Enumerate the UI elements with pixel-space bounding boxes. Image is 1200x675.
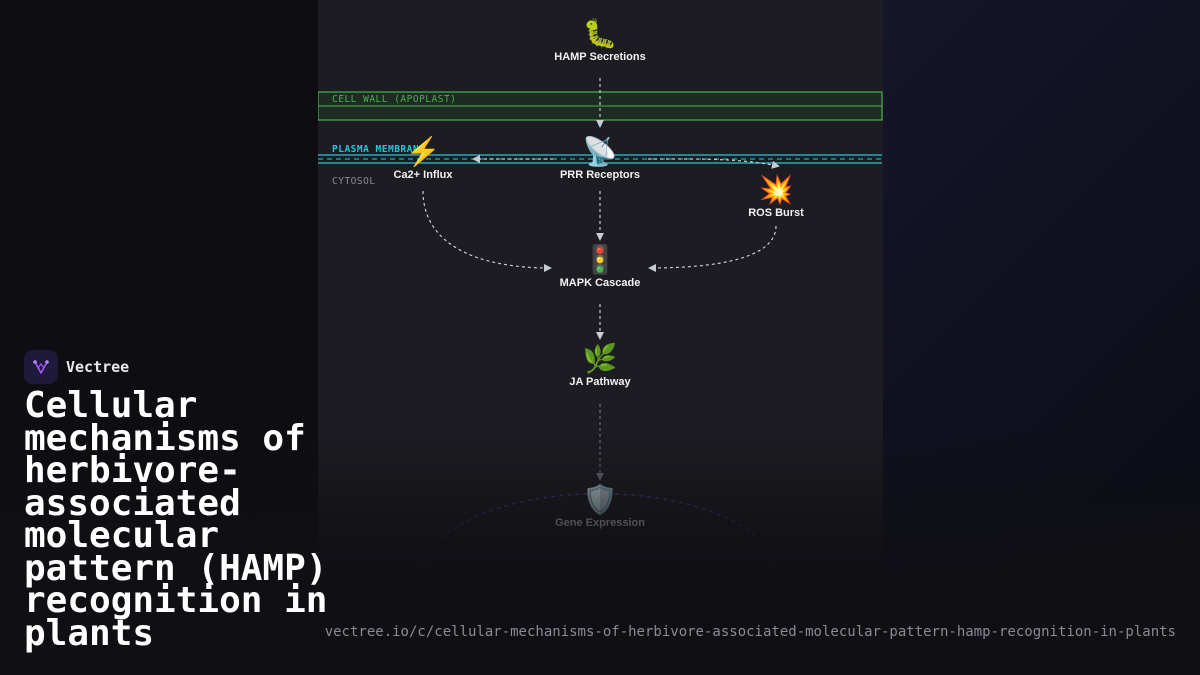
node-label: HAMP Secretions: [554, 51, 646, 63]
explosion-icon: 💥: [758, 174, 794, 205]
node-label: PRR Receptors: [559, 169, 641, 181]
pathway-diagram: CELL WALL (APOPLAST) PLASMA MEMBRANE CYT…: [318, 0, 883, 675]
node-label: JA Pathway: [569, 376, 631, 388]
node-label: Gene Expression: [555, 517, 645, 529]
node-label: Ca2+ Influx: [393, 169, 453, 181]
node-ca-influx[interactable]: ⚡ Ca2+ Influx: [343, 136, 503, 181]
caterpillar-icon: 🐛: [582, 18, 618, 49]
brand-name: Vectree: [66, 358, 130, 376]
right-background: [883, 0, 1200, 675]
lightning-icon: ⚡: [405, 136, 441, 167]
node-mapk-cascade[interactable]: 🚦 MAPK Cascade: [520, 244, 680, 289]
cell-wall-label: CELL WALL (APOPLAST): [332, 94, 457, 105]
diagram-connectors: [318, 78, 883, 566]
vectree-logo-icon: [24, 350, 58, 384]
node-gene-expression[interactable]: 🛡️ Gene Expression: [520, 484, 680, 529]
node-label: MAPK Cascade: [559, 277, 641, 289]
node-label: ROS Burst: [748, 207, 804, 219]
arrow-ca-mapk: [422, 190, 552, 272]
node-prr-receptors[interactable]: 📡 PRR Receptors: [520, 136, 680, 181]
traffic-light-icon: 🚦: [582, 244, 618, 275]
page-title: Cellular mechanisms of herbivore-associa…: [24, 385, 328, 654]
node-ros-burst[interactable]: 💥 ROS Burst: [696, 174, 856, 219]
node-ja-pathway[interactable]: 🌿 JA Pathway: [520, 343, 680, 388]
brand[interactable]: Vectree: [24, 350, 129, 384]
node-hamp-secretions[interactable]: 🐛 HAMP Secretions: [520, 18, 680, 63]
satellite-dish-icon: 📡: [582, 136, 618, 167]
shield-icon: 🛡️: [582, 484, 618, 515]
herb-icon: 🌿: [582, 343, 618, 374]
cytosol-label: CYTOSOL: [332, 176, 376, 187]
plasma-membrane-label: PLASMA MEMBRANE: [332, 144, 426, 155]
page-url[interactable]: vectree.io/c/cellular-mechanisms-of-herb…: [324, 624, 1176, 640]
arrow-prr-ros: [647, 158, 780, 169]
